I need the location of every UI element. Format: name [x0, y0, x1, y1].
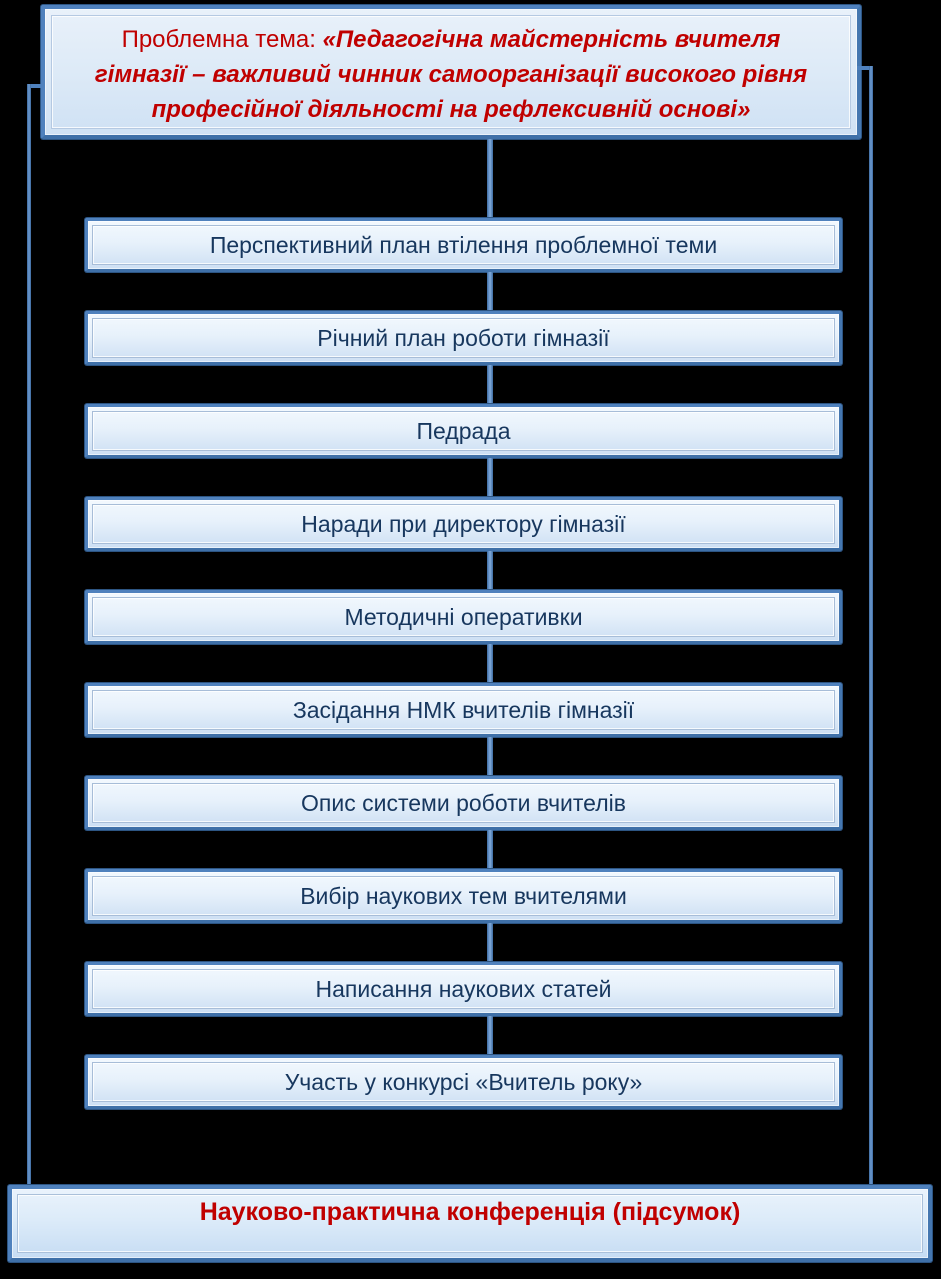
step-box-1: Перспективний план втілення проблемної т…: [85, 218, 842, 272]
left-rail-connector: [27, 84, 31, 1187]
step-label-7: Опис системи роботи вчителів: [301, 789, 626, 816]
connector-line-5: [487, 551, 493, 590]
right-rail-jog: [857, 66, 873, 70]
step-label-2: Річний план роботи гімназії: [317, 324, 610, 351]
right-rail-connector: [869, 66, 873, 1187]
step-box-10: Участь у конкурсі «Вчитель року»: [85, 1055, 842, 1109]
connector-line-7: [487, 737, 493, 776]
connector-line-6: [487, 644, 493, 683]
connector-line-10: [487, 1016, 493, 1055]
step-label-3: Педрада: [416, 417, 511, 444]
step-box-6: Засідання НМК вчителів гімназії: [85, 683, 842, 737]
step-box-7: Опис системи роботи вчителів: [85, 776, 842, 830]
problem-theme-box: Проблемна тема: «Педагогічна майстерніст…: [41, 5, 861, 139]
step-box-8: Вибір наукових тем вчителями: [85, 869, 842, 923]
step-label-6: Засідання НМК вчителів гімназії: [292, 696, 635, 723]
connector-line-4: [487, 458, 493, 497]
problem-theme-text: Проблемна тема: «Педагогічна майстерніст…: [75, 22, 827, 127]
step-box-9: Написання наукових статей: [85, 962, 842, 1016]
problem-theme-quote: «Педагогічна майстерність вчителя гімназ…: [94, 26, 808, 123]
step-box-4: Наради при директору гімназії: [85, 497, 842, 551]
connector-line-2: [487, 272, 493, 311]
connector-line-3: [487, 365, 493, 404]
step-label-1: Перспективний план втілення проблемної т…: [209, 231, 718, 258]
problem-theme-prefix: Проблемна тема:: [121, 26, 316, 53]
step-label-10: Участь у конкурсі «Вчитель року»: [284, 1068, 643, 1095]
step-label-4: Наради при директору гімназії: [301, 510, 626, 537]
left-rail-jog: [27, 84, 45, 88]
connector-line-8: [487, 830, 493, 869]
step-label-5: Методичні оперативки: [344, 603, 583, 630]
step-label-8: Вибір наукових тем вчителями: [300, 882, 627, 909]
conference-box: Науково-практична конференція (підсумок): [8, 1185, 932, 1262]
step-box-2: Річний план роботи гімназії: [85, 311, 842, 365]
step-label-9: Написання наукових статей: [315, 975, 612, 1002]
conference-label: Науково-практична конференція (підсумок): [199, 1198, 741, 1226]
step-box-5: Методичні оперативки: [85, 590, 842, 644]
connector-line-1: [487, 139, 493, 218]
step-box-3: Педрада: [85, 404, 842, 458]
connector-line-9: [487, 923, 493, 962]
